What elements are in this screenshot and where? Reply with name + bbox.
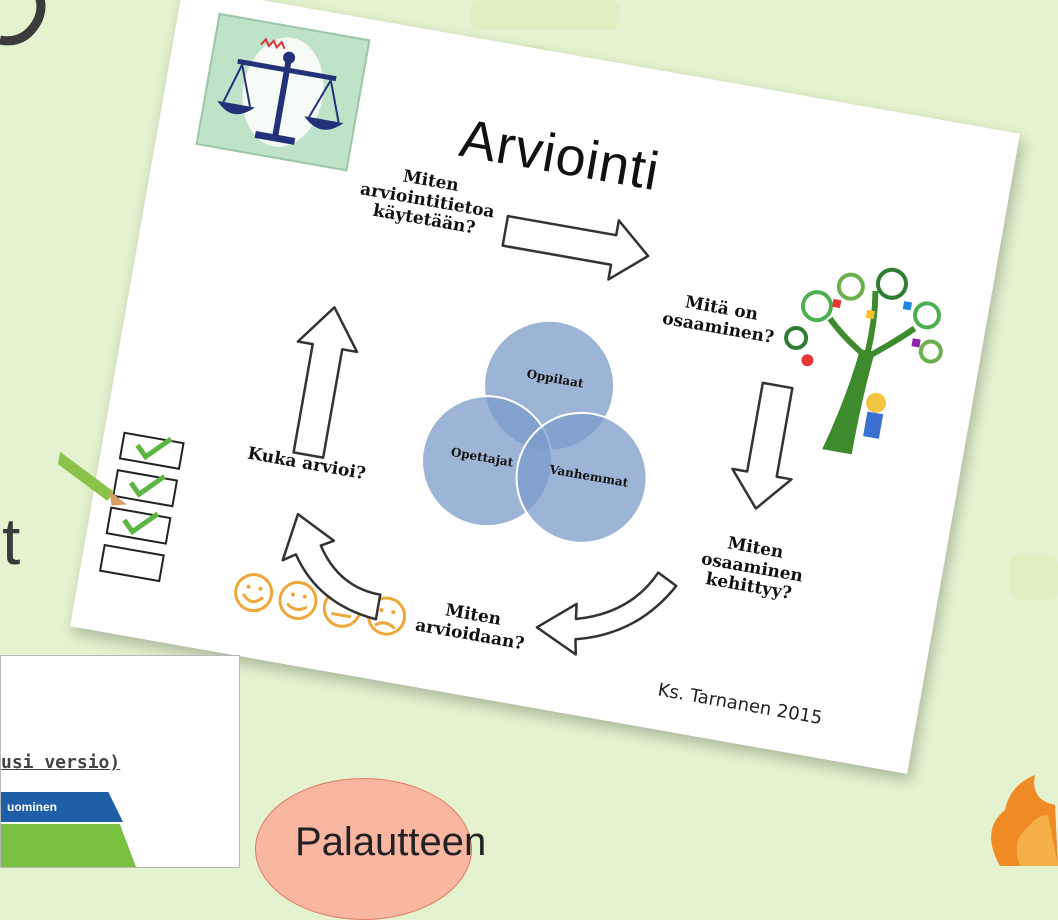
ribbon-step-green: [1, 824, 136, 867]
arrow-up-left: [281, 512, 382, 621]
cycle-arrows: [281, 214, 794, 656]
background-shape: [1010, 555, 1058, 600]
document-panel: usi versio) uominen: [0, 655, 240, 868]
arviointi-slide: Arviointi: [53, 0, 1020, 774]
arrow-down: [731, 381, 794, 510]
arrow-up: [292, 306, 359, 459]
flame-decoration: [991, 775, 1058, 866]
background-shape: [470, 0, 620, 30]
venn-circle-vanhemmat: [515, 411, 648, 544]
ribbon-step-blue: uominen: [1, 792, 123, 822]
tree-icon: [752, 245, 974, 475]
left-glyph: t: [2, 504, 21, 578]
checklist-icon: [39, 413, 274, 607]
arrow-down-left: [535, 571, 678, 656]
document-version-link[interactable]: usi versio): [1, 752, 121, 773]
cropped-glyph: [0, 0, 46, 46]
feedback-label: Palautteen: [295, 820, 487, 864]
scales-icon: [195, 12, 371, 172]
venn-diagram: [421, 319, 648, 544]
arrow-right: [501, 214, 650, 281]
